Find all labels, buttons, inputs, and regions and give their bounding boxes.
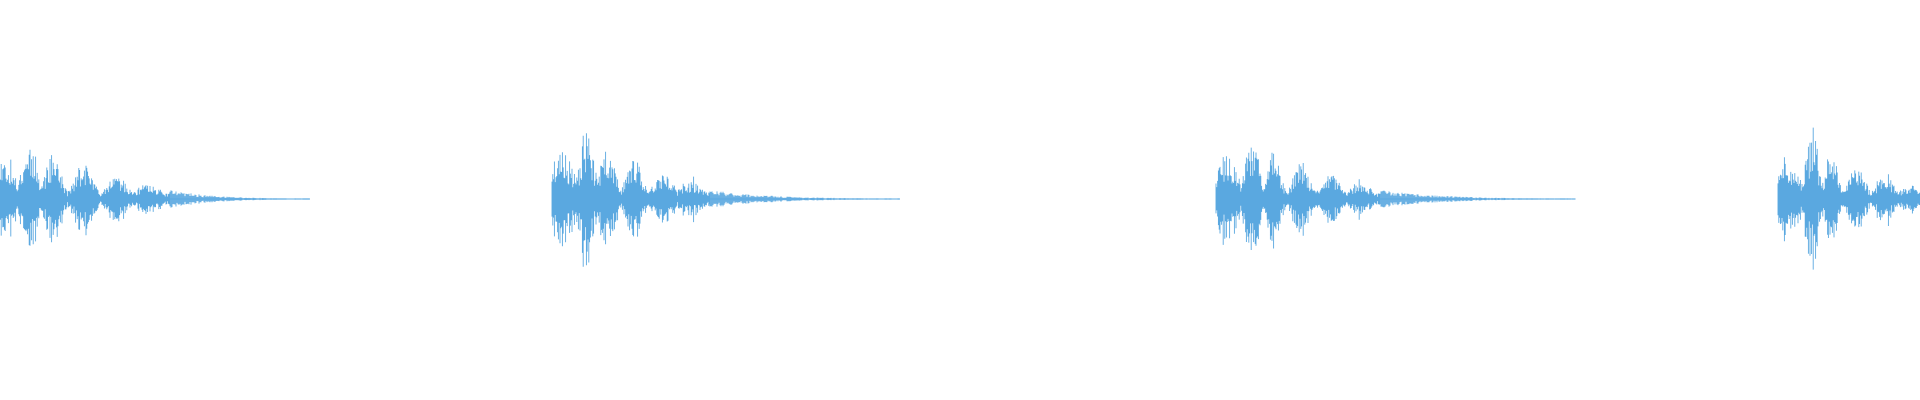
waveform-clip-3[interactable]	[1215, 147, 1576, 250]
waveform-clip-1[interactable]	[0, 149, 310, 246]
waveform-clip-4[interactable]	[1777, 127, 1920, 270]
waveform-path	[0, 149, 310, 246]
waveform-clip-2[interactable]	[551, 133, 900, 267]
waveform-path	[551, 133, 900, 267]
